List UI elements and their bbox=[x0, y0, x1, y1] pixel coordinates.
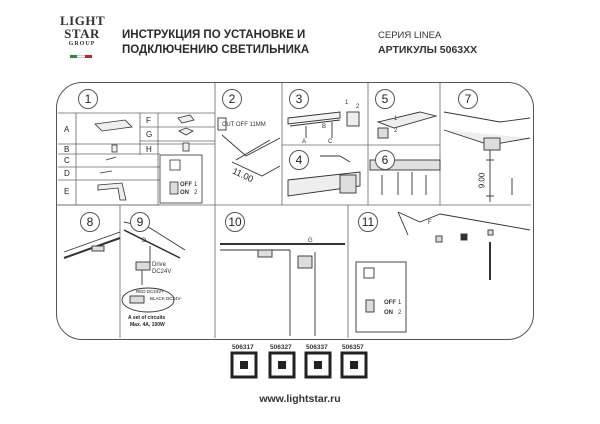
series-info: СЕРИЯ LINEA АРТИКУЛЫ 5063XX bbox=[378, 28, 477, 58]
website-link[interactable]: www.lightstar.ru bbox=[259, 393, 341, 405]
brand-logo: LIGHT STAR GROUP bbox=[60, 13, 106, 48]
qr-label-506357: 506357 bbox=[342, 344, 364, 351]
document-title: ИНСТРУКЦИЯ ПО УСТАНОВКЕ И ПОДКЛЮЧЕНИЮ СВ… bbox=[122, 28, 309, 58]
step5-marker-2: 2 bbox=[394, 128, 398, 134]
logo-line-light: LIGHT bbox=[60, 13, 106, 28]
step3-marker-2: 2 bbox=[356, 104, 360, 110]
step11-on-label: ON bbox=[384, 310, 393, 316]
part-label-e: E bbox=[64, 187, 70, 196]
part-label-f: F bbox=[146, 116, 151, 125]
step-number-4: 4 bbox=[289, 150, 309, 170]
switch-off-label: OFF bbox=[180, 182, 192, 188]
step-number-8: 8 bbox=[80, 212, 100, 232]
series-label: СЕРИЯ LINEA bbox=[378, 30, 442, 41]
part-label-d: D bbox=[64, 169, 70, 178]
part-label-a: A bbox=[64, 125, 70, 134]
step7-dimension: 9.00 bbox=[477, 172, 487, 189]
drive-label: Drive bbox=[152, 262, 167, 268]
qr-label-506317: 506317 bbox=[232, 344, 254, 351]
qr-label-506327: 506327 bbox=[270, 344, 292, 351]
switch-marker-1: 1 bbox=[194, 182, 198, 188]
step-number-7: 7 bbox=[458, 89, 478, 109]
logo-line-star: STAR bbox=[64, 26, 100, 41]
step-number-5: 5 bbox=[375, 89, 395, 109]
part-label-b: B bbox=[64, 145, 70, 154]
instructions-frame bbox=[56, 82, 534, 340]
step11-letter-f: F bbox=[428, 220, 432, 226]
step5-marker-1: 1 bbox=[394, 116, 398, 122]
step-number-2: 2 bbox=[222, 89, 242, 109]
part-label-c: C bbox=[64, 156, 70, 165]
cut-off-text: CUT OFF 11MM bbox=[222, 122, 266, 128]
part-label-h: H bbox=[146, 145, 152, 154]
step3-marker-a: A bbox=[302, 139, 307, 145]
step-number-10: 10 bbox=[225, 212, 245, 232]
part-label-g: G bbox=[146, 130, 153, 139]
switch-on-label: ON bbox=[180, 190, 189, 196]
title-line-1: ИНСТРУКЦИЯ ПО УСТАНОВКЕ И bbox=[122, 29, 306, 41]
step9-letter-d: D bbox=[142, 238, 147, 244]
title-line-2: ПОДКЛЮЧЕНИЮ СВЕТИЛЬНИКА bbox=[122, 44, 310, 56]
step-number-11: 11 bbox=[358, 212, 378, 232]
voltage-label: DC24V bbox=[152, 269, 172, 275]
step11-marker-1: 1 bbox=[398, 300, 402, 306]
step3-marker-b: B bbox=[322, 124, 327, 130]
black-wire-label: BLACK DC24V- bbox=[150, 296, 182, 301]
logo-line-group: GROUP bbox=[68, 41, 96, 47]
step-number-6: 6 bbox=[375, 150, 395, 170]
qr-label-506337: 506337 bbox=[306, 344, 328, 351]
step11-off-label: OFF bbox=[384, 300, 396, 306]
step3-marker-1: 1 bbox=[345, 100, 349, 106]
step10-letter-g: G bbox=[308, 238, 313, 244]
articles-label: АРТИКУЛЫ 5063XX bbox=[378, 44, 478, 56]
switch-marker-2: 2 bbox=[194, 190, 198, 196]
italian-flag-icon bbox=[70, 55, 92, 58]
red-wire-label: RED DC24V+ bbox=[136, 289, 164, 294]
step11-marker-2: 2 bbox=[398, 310, 402, 316]
step-number-3: 3 bbox=[289, 89, 309, 109]
circuits-label: A set of circuits bbox=[128, 315, 166, 321]
step-number-1: 1 bbox=[78, 89, 98, 109]
step3-marker-c: C bbox=[328, 139, 333, 145]
max-load-label: Max. 4A, 100W bbox=[130, 322, 165, 328]
step-number-9: 9 bbox=[130, 212, 150, 232]
